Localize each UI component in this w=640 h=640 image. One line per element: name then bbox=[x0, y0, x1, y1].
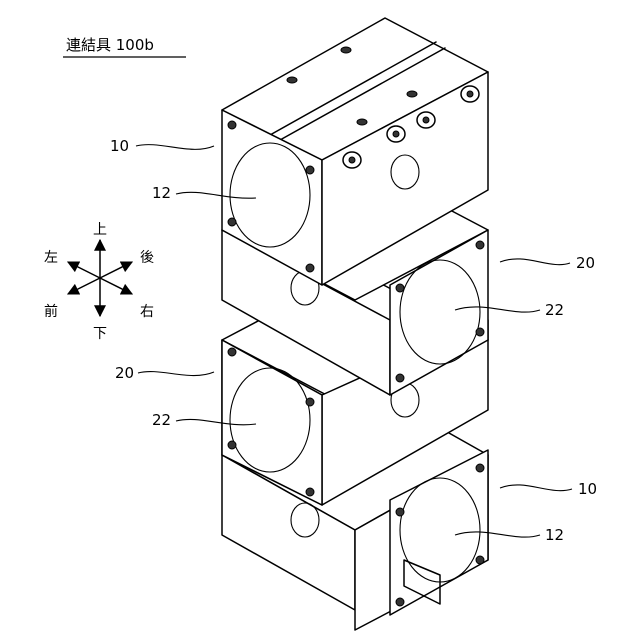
label-bottom-bore: 12 bbox=[545, 526, 564, 544]
direction-down-label: 下 bbox=[93, 326, 107, 342]
label-top-block: 10 bbox=[110, 137, 129, 155]
label-lower-middle-bore: 22 bbox=[152, 411, 171, 429]
label-upper-middle-bore: 22 bbox=[545, 301, 564, 319]
direction-left-label: 左 bbox=[44, 250, 58, 266]
arrow-right bbox=[100, 278, 132, 294]
arrow-left bbox=[68, 262, 100, 278]
arrow-back bbox=[100, 262, 132, 278]
leader-bottom-block bbox=[500, 485, 572, 491]
figure-title: 連結具 100b bbox=[66, 36, 154, 54]
direction-back-label: 後 bbox=[140, 250, 154, 266]
label-upper-middle-block: 20 bbox=[576, 254, 595, 272]
direction-compass: 上 下 左 右 前 後 bbox=[44, 222, 154, 342]
label-bottom-block: 10 bbox=[578, 480, 597, 498]
direction-up-label: 上 bbox=[93, 222, 107, 238]
leader-lower-middle-block bbox=[138, 372, 214, 376]
direction-front-label: 前 bbox=[44, 303, 58, 320]
direction-right-label: 右 bbox=[140, 304, 154, 320]
leader-top-block bbox=[136, 145, 214, 150]
leader-upper-middle-block bbox=[500, 259, 570, 265]
label-lower-middle-block: 20 bbox=[115, 364, 134, 382]
arrow-front bbox=[68, 278, 100, 294]
label-top-bore: 12 bbox=[152, 184, 171, 202]
